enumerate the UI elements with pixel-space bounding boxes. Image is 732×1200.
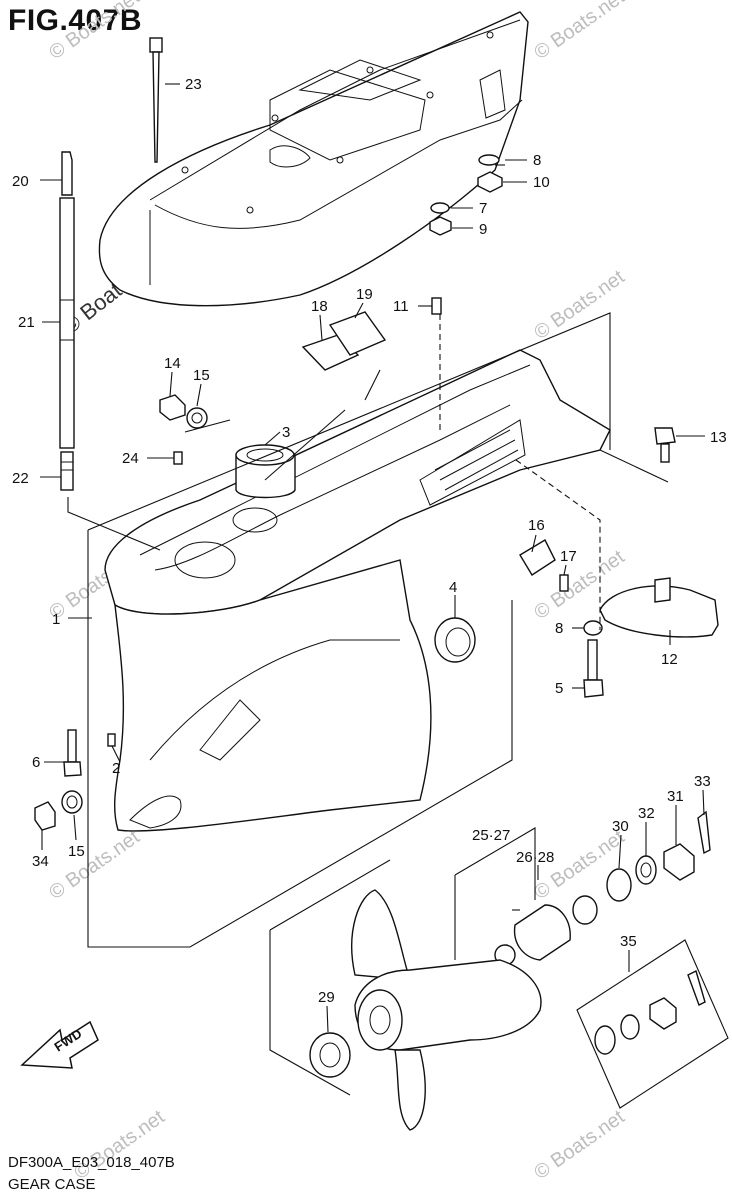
callout-13: 13: [710, 429, 727, 446]
callout-3: 3: [282, 424, 290, 441]
drain-plug-parts: [34, 790, 83, 831]
callout-29: 29: [318, 989, 335, 1006]
trim-tab-part: [599, 577, 719, 638]
callout-15-lower: 15: [68, 843, 85, 860]
callout-9: 9: [479, 221, 487, 238]
callout-4: 4: [449, 579, 457, 596]
callout-11: 11: [393, 298, 409, 315]
plug-parts: [159, 394, 208, 429]
pin-part: [431, 297, 442, 315]
anode-bracket-parts: [519, 539, 569, 592]
seal-ring-part: [434, 617, 476, 663]
callout-17: 17: [560, 548, 577, 565]
callout-34: 34: [32, 853, 49, 870]
diagram-code: DF300A_E03_018_407B: [8, 1154, 175, 1171]
callout-1: 1: [52, 611, 60, 628]
top-cover-part: [98, 11, 529, 307]
watermark: © Boats.net: [530, 1106, 629, 1184]
callout-30: 30: [612, 818, 629, 835]
callout-22: 22: [12, 470, 29, 487]
callout-18: 18: [311, 298, 328, 315]
gear-case-housing-part: [104, 349, 611, 832]
callout-5: 5: [555, 680, 563, 697]
watermark: © Boats.net: [70, 1106, 169, 1184]
callout-labels: 23 20 21 22 8 10 7 9 11 13 3 24 1 4 2 6 …: [12, 76, 727, 1006]
callout-12: 12: [661, 651, 678, 668]
watermark: © Boats.net: [530, 266, 629, 344]
callout-8-top: 8: [533, 152, 541, 169]
watermark: © Boats.net: [45, 0, 144, 64]
callout-6: 6: [32, 754, 40, 771]
reference-lines: [67, 164, 669, 1096]
callout-35: 35: [620, 933, 637, 950]
figure-title: FIG.407B: [8, 4, 143, 37]
callout-23: 23: [185, 76, 202, 93]
washer-bolt-parts: [583, 620, 604, 698]
propeller-hardware-parts: [309, 810, 711, 1078]
watermark: © Boats.net: [530, 0, 629, 64]
callout-31: 31: [667, 788, 684, 805]
callout-25-27: 25·27: [472, 827, 510, 844]
callout-leaders: [40, 83, 705, 1033]
diagram-name: GEAR CASE: [8, 1176, 96, 1193]
callout-24: 24: [122, 450, 139, 467]
callout-33: 33: [694, 773, 711, 790]
callout-10: 10: [533, 174, 550, 191]
hardware-kit-part: [576, 939, 729, 1109]
watermark: © Boats.net: [45, 826, 144, 904]
callout-2: 2: [112, 760, 120, 777]
callout-20: 20: [12, 173, 29, 190]
callout-8-lower: 8: [555, 620, 563, 637]
bolt-pin-parts: [63, 729, 116, 777]
plate-parts: [301, 311, 387, 371]
water-tube-assembly: [59, 151, 75, 491]
callout-14: 14: [164, 355, 181, 372]
callout-26-28: 26·28: [516, 849, 554, 866]
dowel-pin-part: [173, 451, 183, 465]
callout-15-upper: 15: [193, 367, 210, 384]
nut-washer-parts: [429, 154, 503, 236]
propeller-part: [351, 889, 542, 1131]
cable-tie-part: [149, 37, 163, 163]
fwd-direction-badge: FWD: [20, 1020, 99, 1069]
callout-21: 21: [18, 314, 35, 331]
callout-32: 32: [638, 805, 655, 822]
callout-16: 16: [528, 517, 545, 534]
bolt-part: [654, 427, 676, 463]
callout-19: 19: [356, 286, 373, 303]
callout-7: 7: [479, 200, 487, 217]
